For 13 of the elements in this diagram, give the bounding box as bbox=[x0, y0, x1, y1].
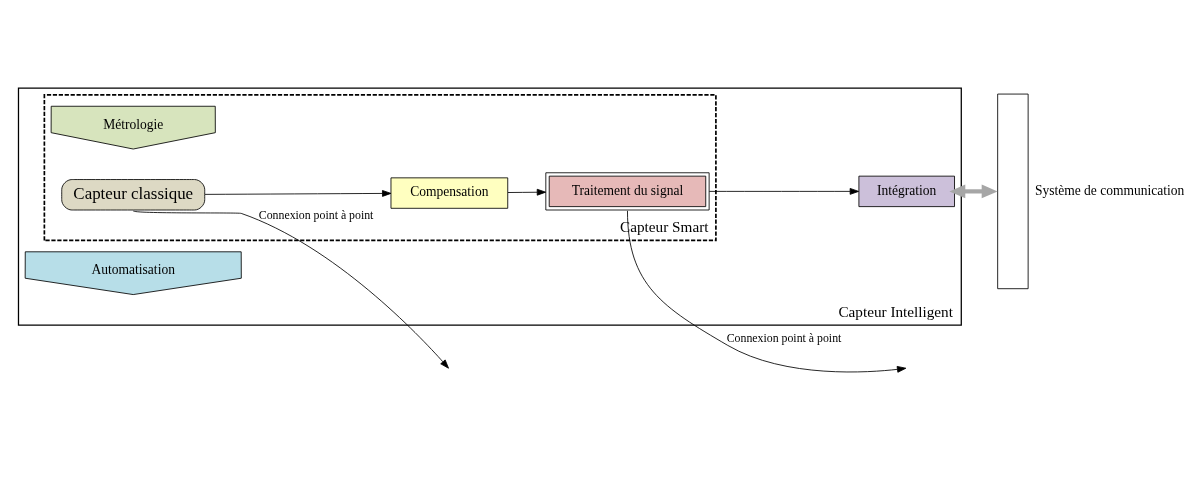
node-box: Capteur classique bbox=[61, 179, 206, 211]
arrow bbox=[507, 188, 547, 196]
node-box: Intégration bbox=[858, 175, 955, 208]
arrow bbox=[132, 210, 449, 369]
node-box: Compensation bbox=[390, 177, 509, 209]
edge-label: Connexion point à point bbox=[258, 208, 374, 223]
edge-label: Connexion point à point bbox=[726, 331, 842, 346]
arrow bbox=[204, 190, 392, 197]
node-label: Système de communication bbox=[1034, 182, 1185, 198]
arrow bbox=[949, 184, 998, 199]
node-arrow bbox=[997, 93, 1029, 290]
arrow bbox=[708, 188, 859, 195]
arrow bbox=[627, 210, 907, 373]
